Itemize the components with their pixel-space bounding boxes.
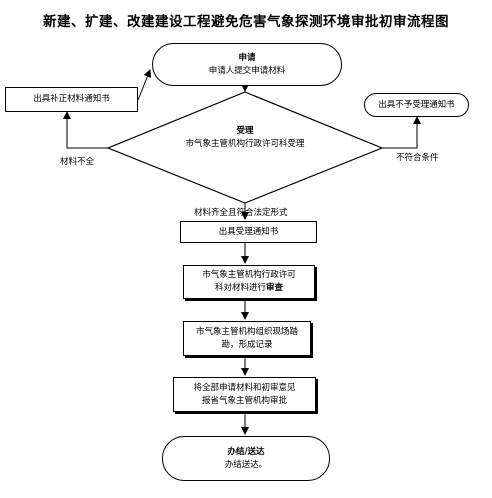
review-line2-bold: 审查 (266, 283, 284, 293)
not-accept-text: 出具不予受理通知书 (378, 99, 455, 110)
label-not-qualified: 不符合条件 (396, 153, 439, 163)
survey-line2: 勘，形成记录 (221, 339, 273, 350)
start-node: 申请 申请人提交申请材料 (152, 43, 342, 86)
end-node: 办结/送达 办结送达。 (162, 436, 330, 481)
report-box: 将全部申请材料和初审意见 报省气象主管机构审批 (173, 377, 316, 412)
report-line2: 报省气象主管机构审批 (201, 395, 287, 406)
review-line2-prefix: 科对材料进行 (214, 283, 266, 293)
page-title: 新建、扩建、改建建设工程避免危害气象探测环境审批初审流程图 (43, 14, 449, 30)
survey-line1: 市气象主管机构组织现场踏 (195, 326, 298, 337)
arrow-accept-to-not-accept (382, 116, 421, 149)
start-node-title: 申请 (238, 52, 256, 63)
supplement-notice-text: 出具补正材料通知书 (33, 94, 110, 104)
accept-notice-text: 出具受理通知书 (218, 226, 279, 237)
survey-box: 市气象主管机构组织现场踏 勘，形成记录 (183, 321, 311, 356)
arrow-accept-to-supplement (63, 111, 108, 149)
end-node-text: 办结送达。 (224, 459, 268, 470)
arrow-supplement-to-start (137, 69, 152, 101)
end-node-title: 办结/送达 (227, 446, 265, 457)
accept-title: 受理 (236, 126, 254, 136)
review-box: 市气象主管机构行政许可 科对材料进行审查 (183, 265, 315, 299)
review-line2: 科对材料进行审查 (215, 282, 283, 295)
label-incomplete: 材料不全 (60, 157, 95, 167)
accept-text: 市气象主管机构行政许可科受理 (185, 139, 305, 149)
label-complete: 材料齐全且符合法定形式 (194, 208, 288, 218)
report-line1: 将全部申请材料和初审意见 (193, 382, 296, 393)
start-node-text: 申请人提交申请材料 (208, 65, 286, 76)
accept-notice-box: 出具受理通知书 (180, 221, 317, 243)
not-accept-node: 出具不予受理通知书 (364, 93, 469, 117)
supplement-notice-box: 出具补正材料通知书 (5, 87, 138, 112)
review-line1: 市气象主管机构行政许可 (202, 270, 296, 280)
accept-decision-text: 受理 市气象主管机构行政许可科受理 (150, 125, 340, 151)
